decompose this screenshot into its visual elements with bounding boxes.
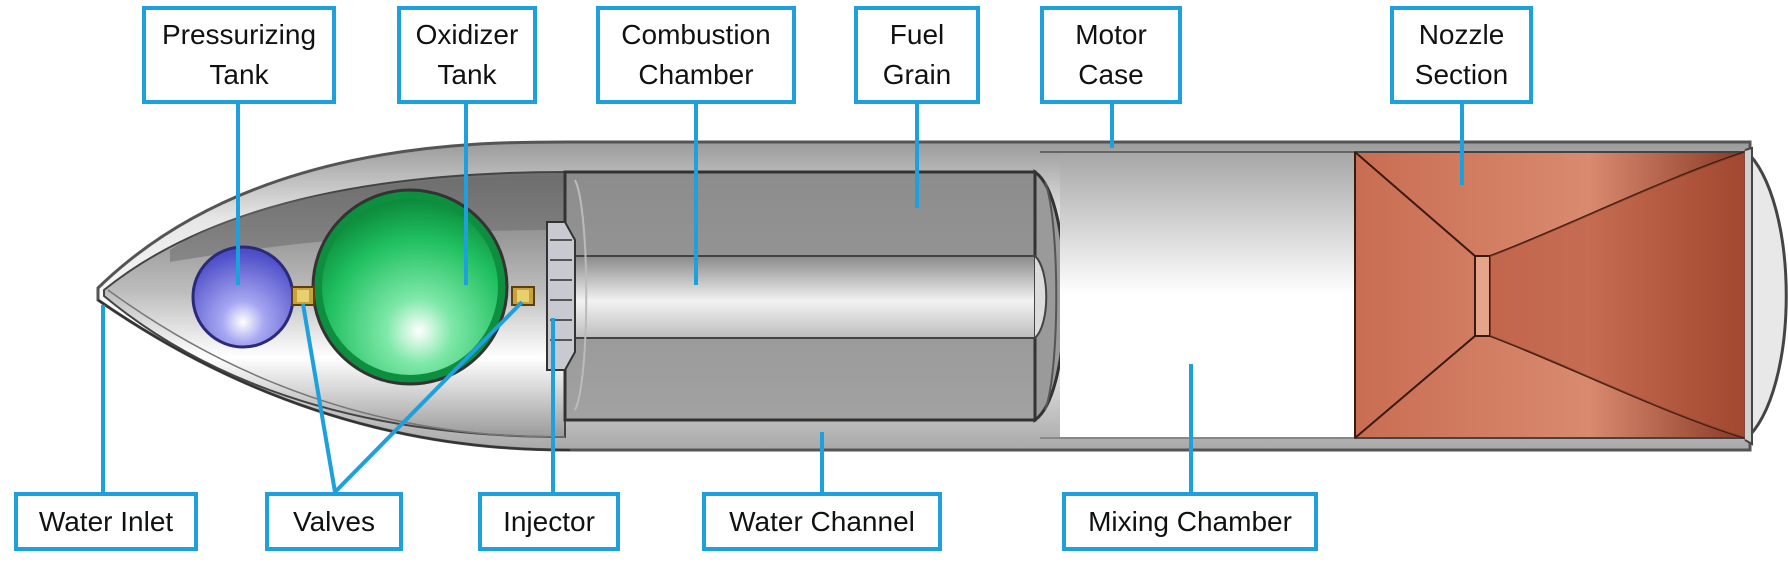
label-text: Water Inlet	[38, 505, 174, 537]
label-text: Combustion Chamber	[621, 19, 771, 90]
label-water-inlet: Water Inlet	[14, 492, 198, 551]
label-combustion-chamber: Combustion Chamber	[596, 6, 796, 104]
label-injector: Injector	[478, 492, 620, 551]
pressurizing-tank-sphere	[191, 245, 295, 349]
label-water-channel: Water Channel	[702, 492, 942, 551]
combustion-port	[574, 255, 1036, 339]
label-text: Motor Case	[1075, 19, 1147, 90]
label-text: Oxidizer Tank	[415, 19, 519, 90]
label-valves: Valves	[265, 492, 403, 551]
label-mixing-chamber: Mixing Chamber	[1062, 492, 1318, 551]
label-text: Mixing Chamber	[1088, 505, 1292, 537]
mixing-chamber-area	[1060, 152, 1360, 438]
label-text: Pressurizing Tank	[161, 19, 317, 90]
label-text: Water Channel	[729, 505, 915, 537]
label-oxidizer-tank: Oxidizer Tank	[397, 6, 537, 104]
label-text: Fuel Grain	[882, 19, 952, 90]
leader-valves-1	[301, 303, 337, 493]
label-text: Valves	[293, 505, 375, 537]
valve-2	[511, 286, 535, 306]
label-pressurizing-tank: Pressurizing Tank	[142, 6, 336, 104]
label-motor-case: Motor Case	[1040, 6, 1182, 104]
leader-valves-2	[333, 300, 524, 494]
label-fuel-grain: Fuel Grain	[854, 6, 980, 104]
label-nozzle-section: Nozzle Section	[1390, 6, 1533, 104]
label-text: Injector	[503, 505, 595, 537]
valve-1	[291, 286, 315, 306]
label-text: Nozzle Section	[1414, 19, 1509, 90]
